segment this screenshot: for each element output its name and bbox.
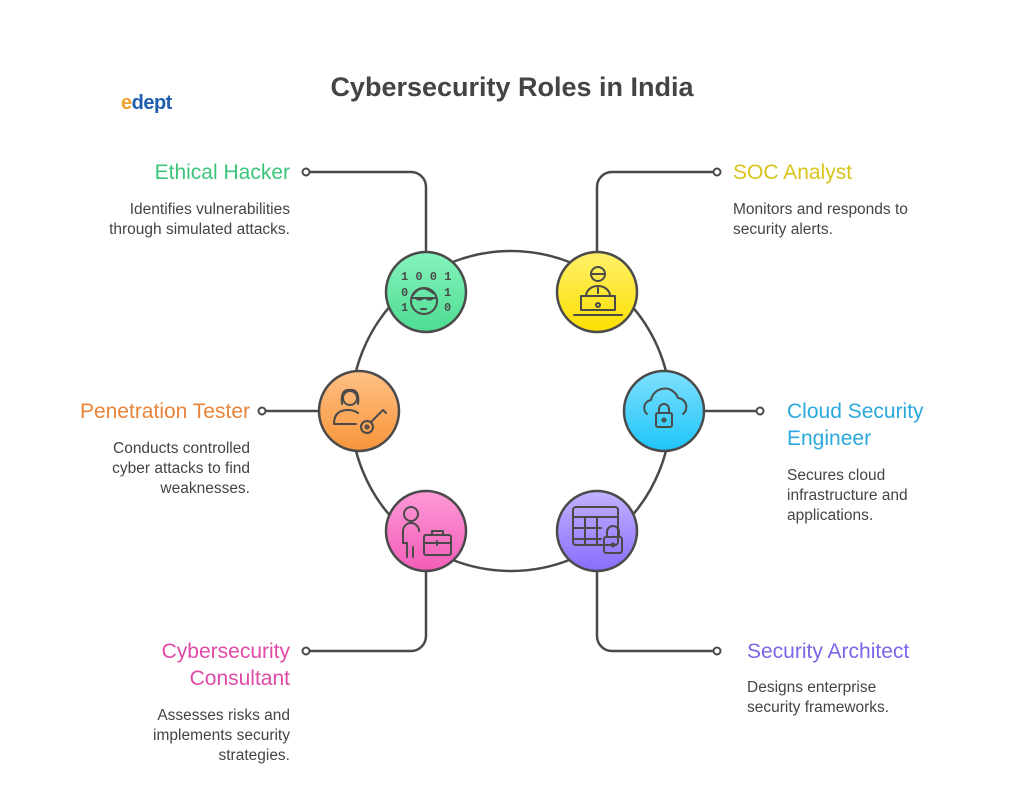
node-ethical-hacker [384,250,468,334]
cloud-lock-icon [643,387,688,428]
dot [257,406,267,416]
connector-consultant [306,571,428,653]
svg-text:1 0 0 1: 1 0 0 1 [401,270,451,284]
dot [712,646,722,656]
svg-text:0: 0 [444,301,451,315]
role-desc-security-architect: Designs enterprise security frameworks. [747,679,890,716]
node-pen-tester [317,369,401,453]
role-title-soc-analyst: SOC Analyst [733,161,853,184]
grid-lock-icon [572,506,623,554]
role-title-consultant: Cybersecurity Consultant [161,640,290,690]
role-desc-pen-tester: Conducts controlled cyber attacks to fin… [112,440,250,497]
dot [755,406,765,416]
role-title-ethical-hacker: Ethical Hacker [154,161,290,184]
node-consultant [384,489,468,573]
role-desc-consultant: Assesses risks and implements security s… [153,707,290,764]
edept-logo: edept [121,92,172,114]
person-briefcase-icon [402,506,452,558]
role-desc-ethical-hacker: Identifies vulnerabilities through simul… [109,201,290,238]
svg-text:1: 1 [444,286,451,300]
role-title-security-architect: Security Architect [747,640,910,663]
hacker-binary-icon: 1 0 0 1 0 1 1 0 [401,270,451,315]
connector-soc-analyst [595,170,717,252]
connector-ethical-hacker [306,170,428,252]
analyst-laptop-icon [573,266,623,316]
dot [301,646,311,656]
role-title-cloud-security-engineer: Cloud Security Engineer [787,400,924,450]
svg-text:1: 1 [401,301,408,315]
svg-text:0: 0 [401,286,408,300]
dot [712,167,722,177]
dot [301,167,311,177]
role-desc-cloud-security-engineer: Secures cloud infrastructure and applica… [787,467,908,524]
person-key-icon [333,388,387,434]
role-title-pen-tester: Penetration Tester [79,400,250,423]
node-cloud [622,369,706,453]
page-title: Cybersecurity Roles in India [330,72,694,102]
connector-architect [595,571,717,653]
role-desc-soc-analyst: Monitors and responds to security alerts… [733,201,908,238]
